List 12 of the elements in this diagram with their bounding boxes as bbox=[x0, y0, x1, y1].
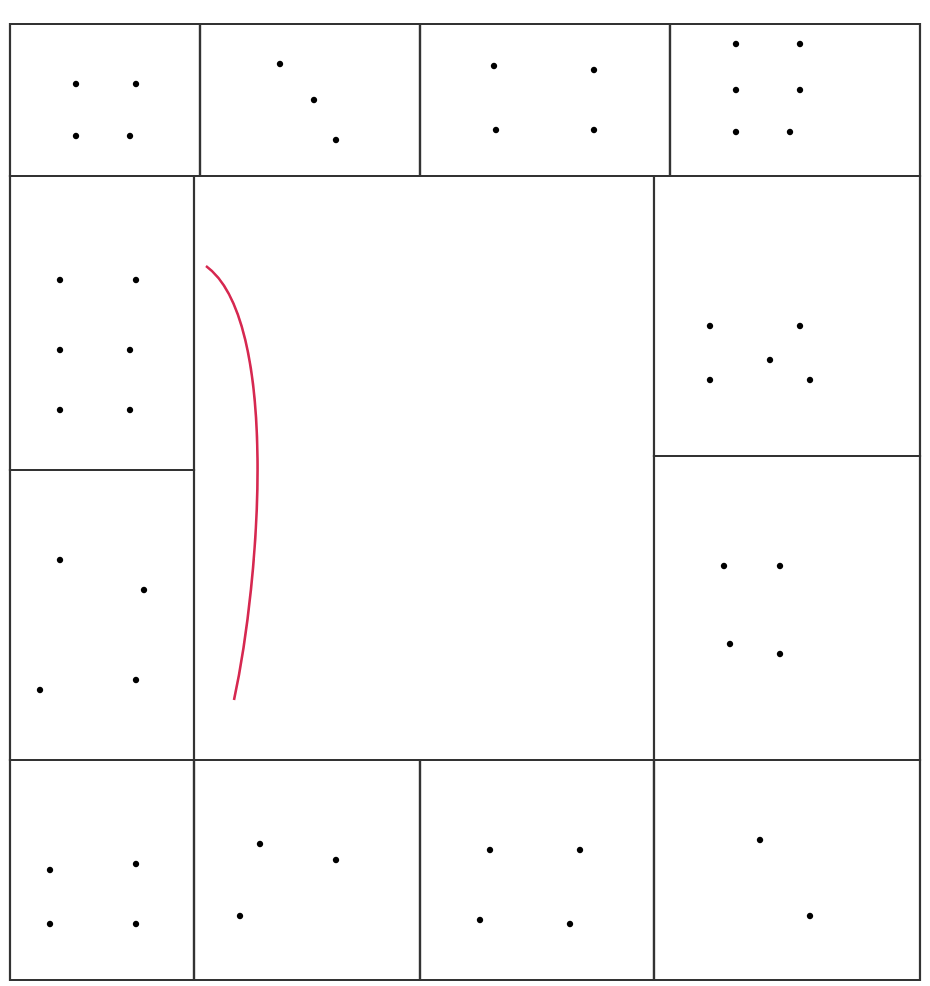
dice-face bbox=[8, 468, 196, 762]
dice-face bbox=[418, 22, 672, 178]
dice-face bbox=[652, 454, 922, 762]
dice-face bbox=[418, 758, 656, 982]
dice-face bbox=[668, 22, 922, 178]
dice-face bbox=[8, 758, 196, 982]
dice-face bbox=[8, 174, 196, 472]
dice-face bbox=[652, 174, 922, 458]
dice-face bbox=[198, 22, 422, 178]
dice-face bbox=[652, 758, 922, 982]
dice-face bbox=[8, 22, 202, 178]
dice-face bbox=[192, 758, 422, 982]
